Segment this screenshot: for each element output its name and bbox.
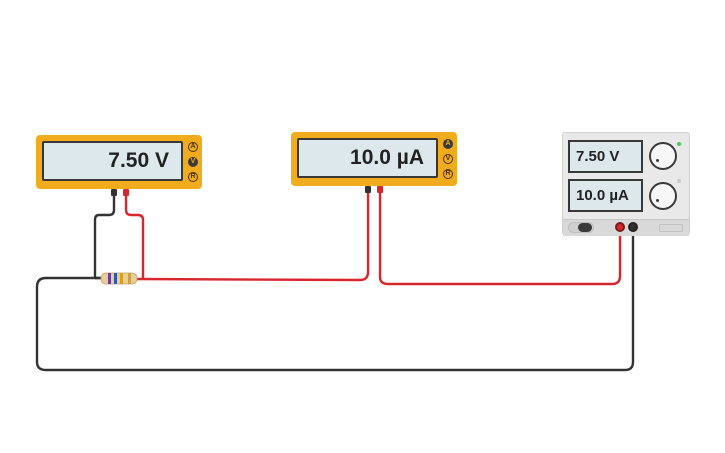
psu-positive-terminal[interactable] [615, 222, 625, 232]
psu-logo-icon [659, 224, 683, 232]
ammeter-reading: 10.0 µA [350, 146, 424, 169]
psu-cv-indicator-icon [677, 142, 681, 146]
psu-cc-indicator-icon [677, 179, 681, 183]
wire-black-voltmeter-to-resistor[interactable] [93, 195, 116, 280]
psu-current-display: 10.0 µA [568, 179, 643, 212]
voltmeter-reading: 7.50 V [108, 149, 169, 172]
ammeter-mode-ohmmeter-button[interactable]: R [443, 169, 453, 179]
psu-voltage-value: 7.50 V [576, 148, 620, 165]
wire-black-loop[interactable] [35, 228, 635, 372]
wire-red-resistor-to-ammeter[interactable] [134, 193, 370, 282]
voltmeter-mode-ammeter-button[interactable]: A [188, 142, 198, 152]
voltmeter-mode-voltmeter-button[interactable]: V [188, 157, 198, 167]
ammeter[interactable]: 10.0 µA A V R [291, 132, 457, 186]
psu-current-value: 10.0 µA [576, 187, 629, 204]
wire-red-voltmeter-to-resistor[interactable] [124, 195, 145, 278]
ammeter-positive-terminal[interactable] [377, 186, 383, 193]
ammeter-mode-voltmeter-button[interactable]: V [443, 154, 453, 164]
voltmeter-negative-terminal[interactable] [111, 189, 117, 196]
ammeter-display: 10.0 µA [297, 138, 438, 178]
voltmeter-display: 7.50 V [42, 141, 183, 181]
wire-red-ammeter-to-supply[interactable] [378, 193, 622, 286]
ammeter-negative-terminal[interactable] [365, 186, 371, 193]
power-supply[interactable]: 7.50 V 10.0 µA [562, 132, 690, 236]
voltmeter[interactable]: 7.50 V A V R [36, 135, 202, 189]
resistor[interactable] [100, 272, 138, 285]
psu-current-knob[interactable] [649, 182, 677, 210]
psu-bottom-panel [563, 219, 689, 236]
voltmeter-mode-ohmmeter-button[interactable]: R [188, 172, 198, 182]
psu-power-switch[interactable] [568, 222, 594, 233]
psu-voltage-display: 7.50 V [568, 140, 643, 173]
psu-voltage-knob[interactable] [649, 142, 677, 170]
voltmeter-positive-terminal[interactable] [123, 189, 129, 196]
psu-negative-terminal[interactable] [628, 222, 638, 232]
ammeter-mode-ammeter-button[interactable]: A [443, 139, 453, 149]
